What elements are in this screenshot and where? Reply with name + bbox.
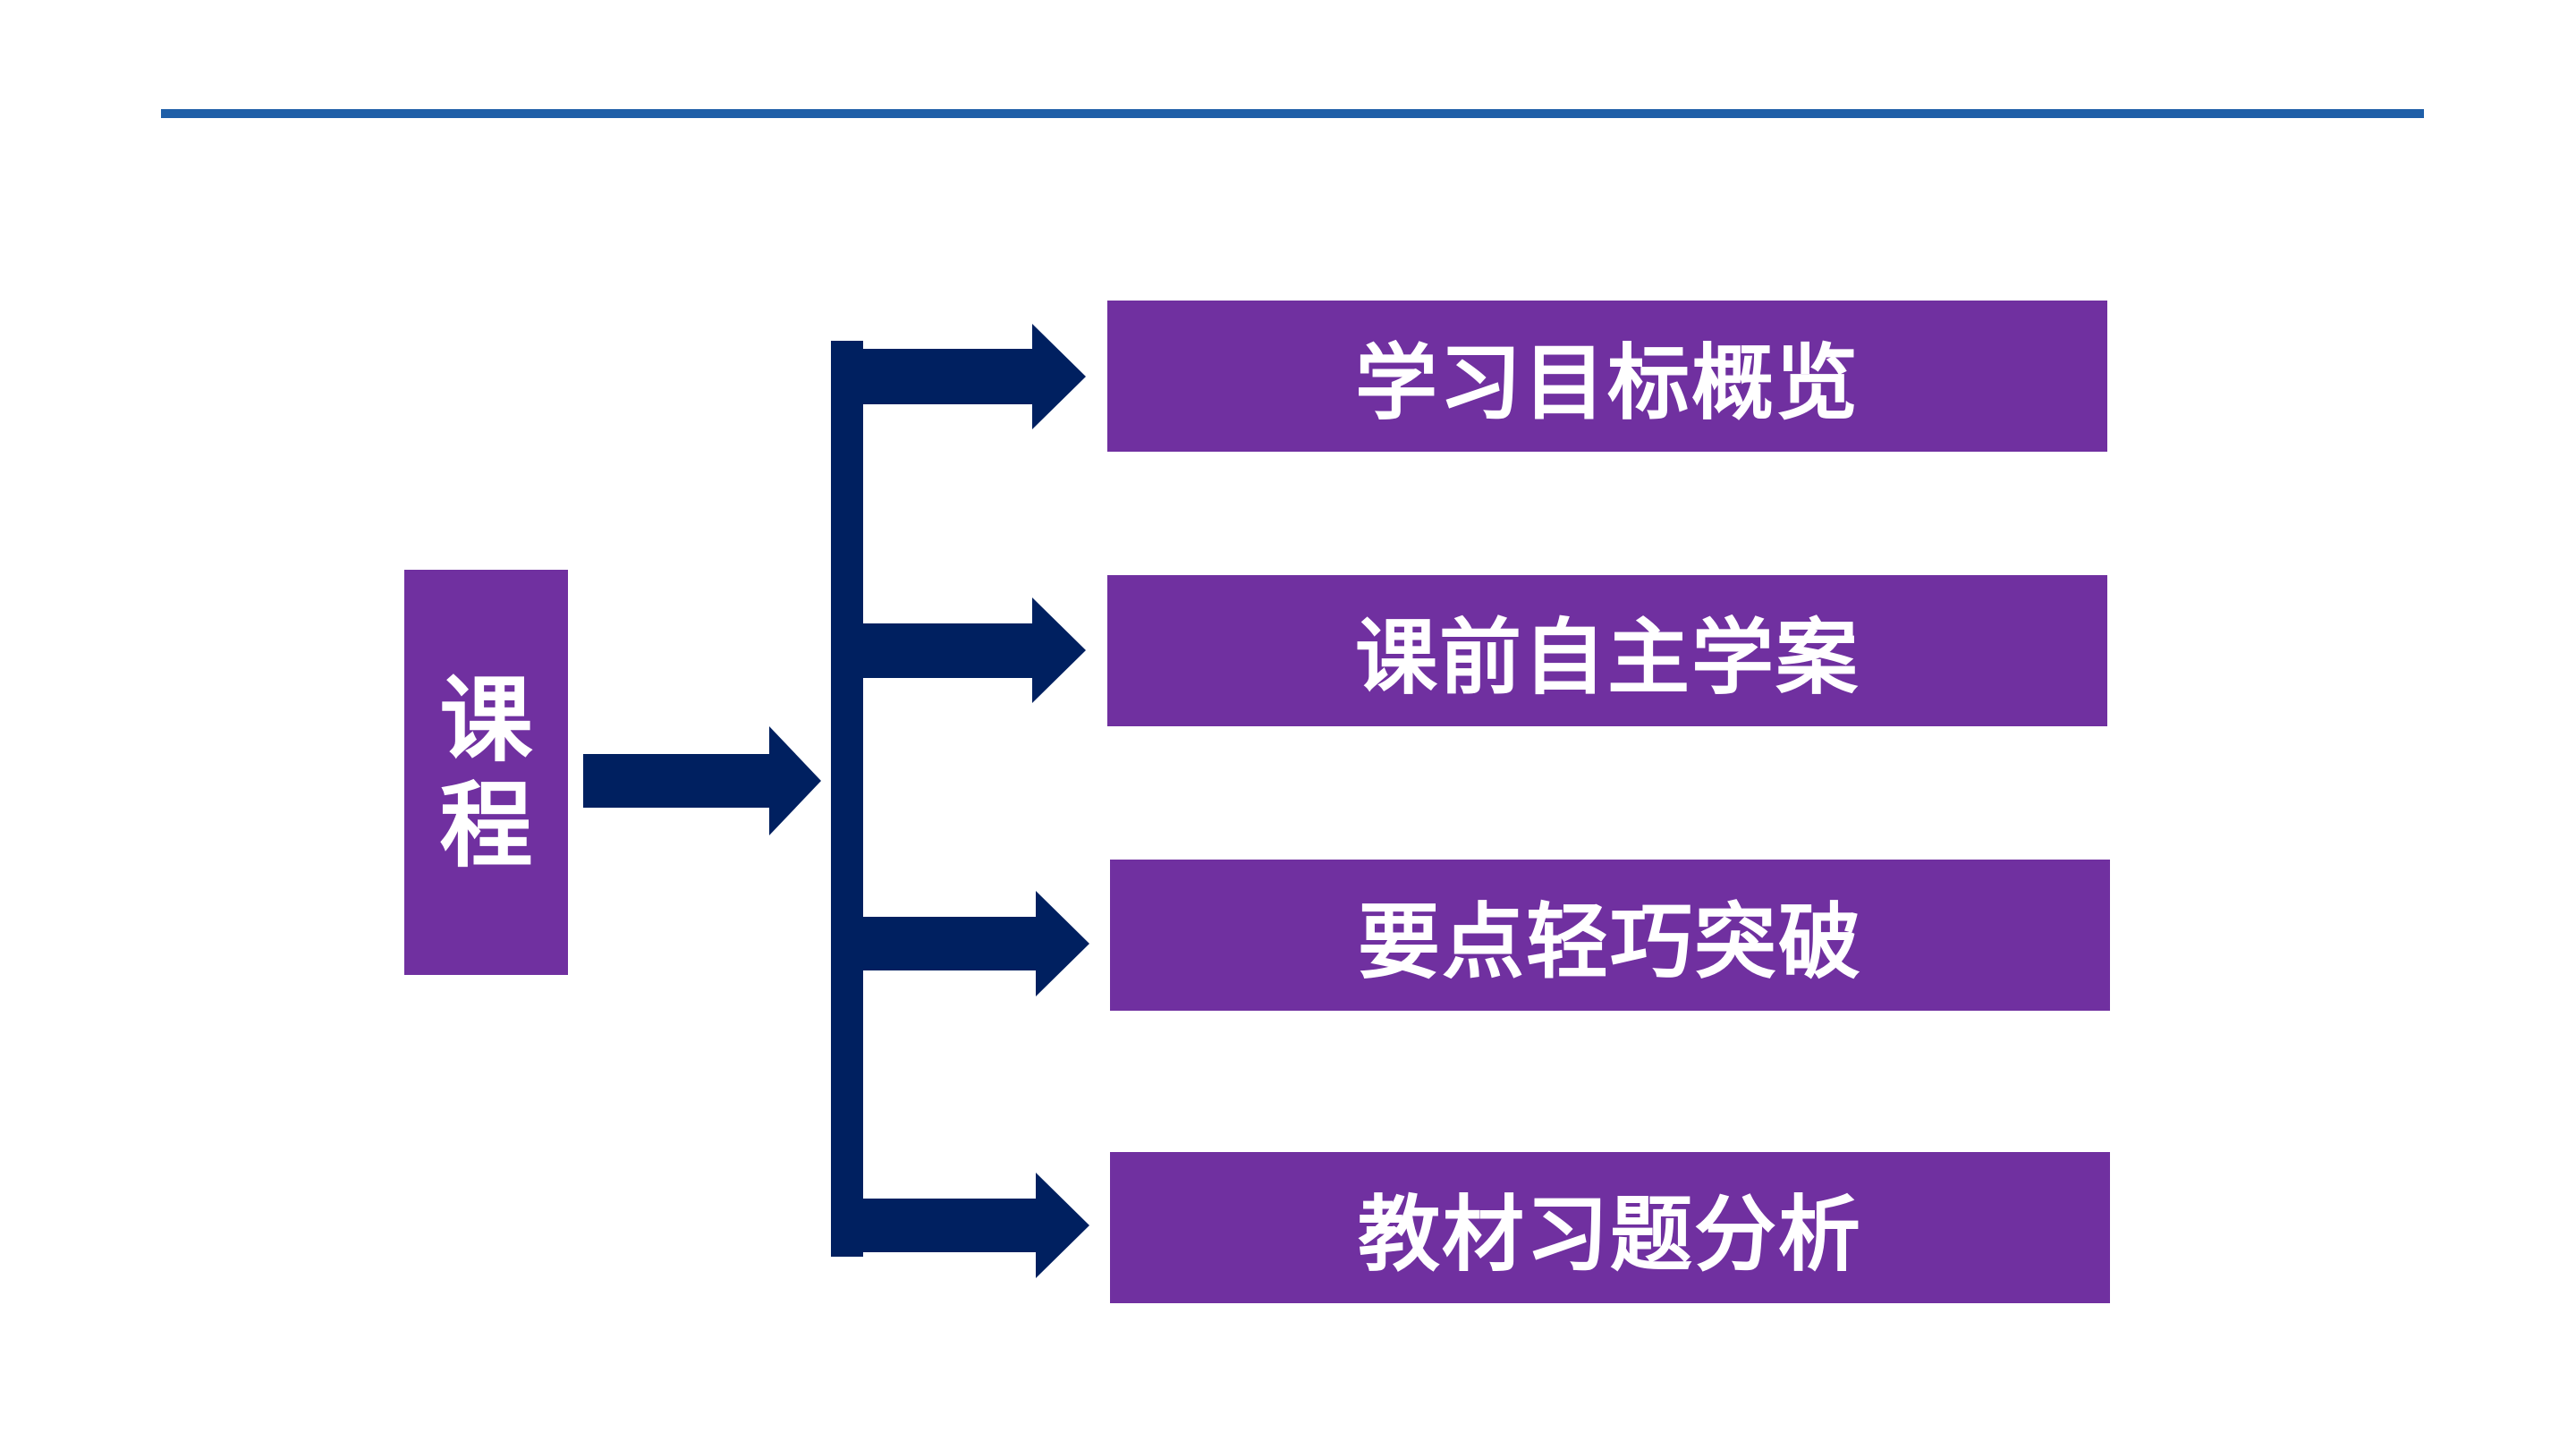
item-box-textbook-exercises[interactable]: 教材习题分析 [1110, 1152, 2110, 1303]
item-label: 要点轻巧突破 [1357, 894, 1862, 990]
bracket-bar [831, 341, 863, 1257]
branch-arrow-4 [863, 1173, 1089, 1278]
course-label: 课程 [439, 665, 533, 880]
item-box-pre-class-study[interactable]: 课前自主学案 [1107, 575, 2107, 726]
item-label: 教材习题分析 [1357, 1187, 1862, 1283]
item-label: 课前自主学案 [1354, 610, 1860, 706]
branch-arrow-1 [863, 324, 1086, 429]
item-box-key-points[interactable]: 要点轻巧突破 [1110, 860, 2110, 1011]
item-label: 学习目标概览 [1354, 335, 1860, 431]
branch-arrow-3 [863, 891, 1089, 996]
main-arrow [583, 726, 821, 835]
course-box: 课程 [404, 570, 568, 975]
branch-arrow-2 [863, 597, 1086, 703]
top-divider-line [161, 109, 2424, 118]
item-box-learning-objectives[interactable]: 学习目标概览 [1107, 301, 2107, 452]
